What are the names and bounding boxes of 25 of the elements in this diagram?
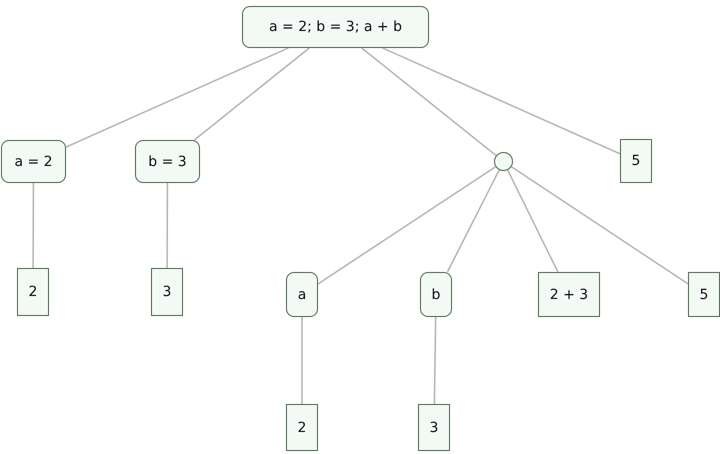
expression-node: b <box>420 272 452 317</box>
value-node: 3 <box>151 268 183 316</box>
connector-line <box>318 166 496 285</box>
expression-node: a = 2 <box>1 140 66 183</box>
expression-node: b = 3 <box>135 140 200 183</box>
value-node: 3 <box>418 404 450 451</box>
empty-circle-node <box>494 152 513 171</box>
connector-line <box>194 47 310 141</box>
connector-line <box>361 47 497 156</box>
connector-line <box>434 316 436 404</box>
connector-line <box>446 170 500 272</box>
connector-line <box>166 183 168 268</box>
value-node: 2 + 3 <box>538 272 600 317</box>
value-node: 2 <box>286 404 318 451</box>
value-node: 2 <box>17 268 49 316</box>
value-node: 5 <box>620 139 652 183</box>
expression-node: a <box>286 272 318 317</box>
connector-line <box>507 170 559 272</box>
connector-line <box>301 317 303 404</box>
connector-line <box>382 47 620 155</box>
connector-line <box>66 47 289 148</box>
expression-node: a = 2; b = 3; a + b <box>242 6 429 48</box>
connector-line <box>511 166 688 285</box>
connector-line <box>32 183 34 268</box>
value-node: 5 <box>688 272 720 317</box>
